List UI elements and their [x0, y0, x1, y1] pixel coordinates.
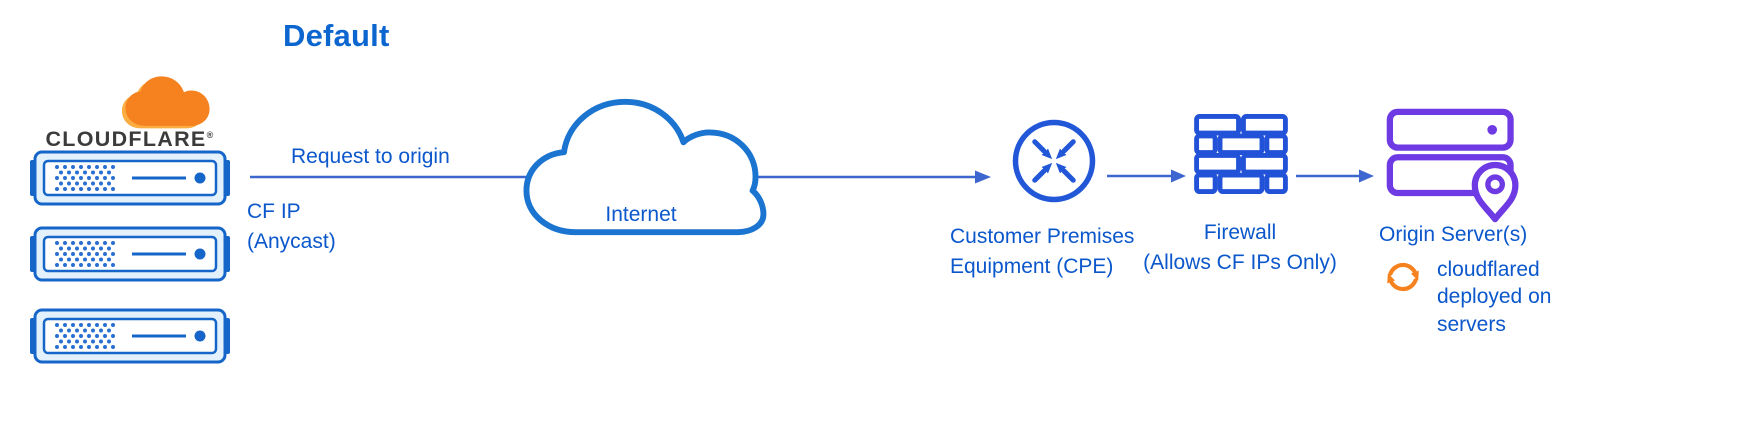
cf-ip-anycast-label: CF IP (Anycast) [247, 200, 336, 253]
cpe-label: Customer Premises Equipment (CPE) [950, 225, 1135, 278]
server-rack-icon [30, 150, 230, 206]
arrow-firewall-to-origin [1296, 169, 1374, 183]
cloudflared-label: cloudflared deployed on servers [1437, 258, 1552, 336]
firewall-bricks-icon [1194, 114, 1288, 195]
server-led-dot [1487, 124, 1498, 135]
server-rack-icon [30, 308, 230, 364]
diagram-title: Default [283, 18, 390, 53]
cloudflare-cloud-icon [122, 76, 210, 129]
internet-cloud-icon [523, 98, 767, 236]
internet-label: Internet [605, 203, 677, 226]
sync-arrows-icon [1387, 262, 1419, 292]
cpe-converge-arrows-icon [1012, 119, 1096, 203]
server-rack-icon [30, 226, 230, 282]
firewall-label: Firewall (Allows CF IPs Only) [1143, 221, 1337, 274]
cloudflare-wordmark: CLOUDFLARE® [28, 127, 232, 152]
registered-mark: ® [206, 129, 215, 140]
location-pin-icon [1471, 161, 1519, 223]
arrow-cpe-to-firewall [1107, 169, 1186, 183]
origin-servers-label: Origin Server(s) [1379, 223, 1528, 246]
cloudflare-wordmark-text: CLOUDFLARE [45, 127, 207, 151]
origin-servers-location-icon [1386, 108, 1519, 223]
request-to-origin-label: Request to origin [291, 145, 450, 168]
